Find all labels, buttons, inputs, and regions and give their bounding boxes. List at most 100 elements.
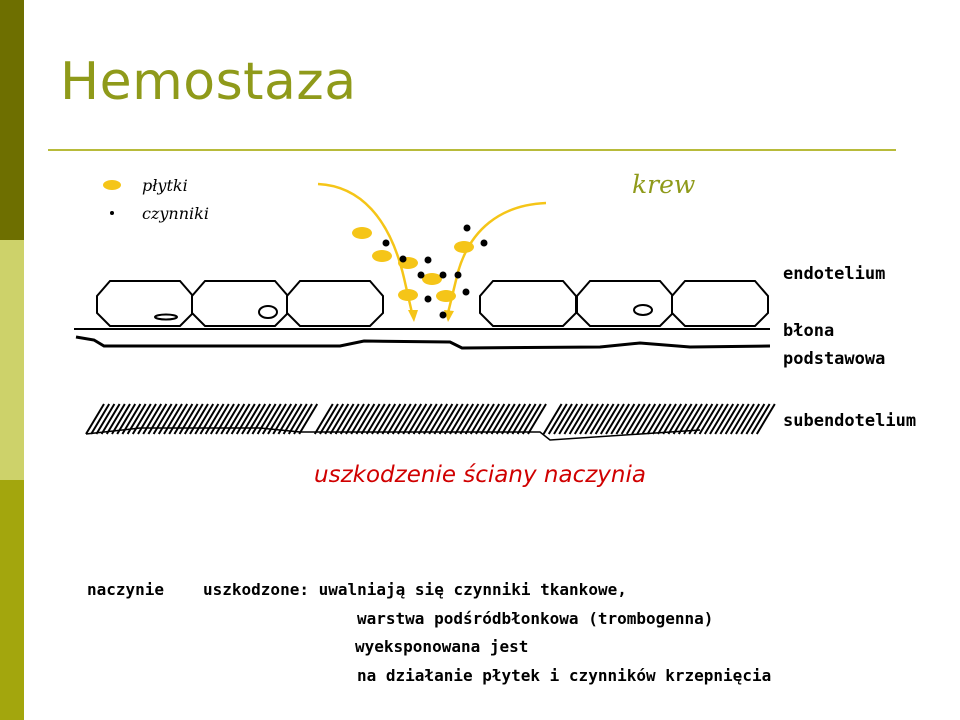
hatch-line <box>485 403 506 435</box>
hatch-line <box>142 403 163 435</box>
hatch-line <box>381 403 402 435</box>
hatch-line <box>251 403 272 435</box>
hatch-line <box>703 403 724 435</box>
platelet <box>422 273 442 285</box>
hatch-line <box>215 403 235 435</box>
hatch-line <box>428 403 449 435</box>
hatch-line <box>719 403 740 435</box>
hatch-line <box>163 403 183 435</box>
blood-label: krew <box>632 170 695 199</box>
hatch-line <box>688 403 709 435</box>
endothelium-label: endotelium <box>783 264 886 284</box>
note-line2: warstwa podśródbłonkowa (trombogenna) <box>357 609 714 628</box>
endothelial-cell <box>96 280 194 327</box>
hatch-line <box>100 403 121 435</box>
hatch-line <box>755 403 776 435</box>
note-line3: wyeksponowana jest <box>355 637 529 656</box>
hatch-line <box>464 403 485 435</box>
hatch-line <box>568 403 589 435</box>
hatch-line <box>376 403 397 435</box>
blood-flow-arrowhead-left <box>408 310 418 322</box>
title-underline <box>48 149 896 151</box>
hatch-line <box>168 403 189 435</box>
cell-nucleus <box>633 304 653 316</box>
hatch-line <box>407 403 428 435</box>
hatch-line <box>178 403 199 435</box>
hatch-line <box>651 403 672 435</box>
platelet <box>398 289 418 301</box>
hatch-line <box>527 403 547 435</box>
hatch-line <box>438 403 459 435</box>
hatch-line <box>137 403 157 435</box>
hatch-line <box>480 403 501 435</box>
vessel-damage-caption: uszkodzenie ściany naczynia <box>314 462 646 488</box>
coagulation-factor <box>462 288 470 296</box>
hatch-line <box>282 403 303 435</box>
hatch-line <box>475 403 495 435</box>
hatch-line <box>563 403 584 435</box>
hatch-line <box>194 403 215 435</box>
coagulation-factor <box>399 255 407 263</box>
hatch-line <box>412 403 433 435</box>
hatch-line <box>371 403 391 435</box>
basement-membrane-label-line2: podstawowa <box>783 349 886 369</box>
subendothelium-baseline <box>85 427 701 441</box>
hatch-line <box>241 403 261 435</box>
hatch-line <box>209 403 230 435</box>
hatch-line <box>516 403 537 435</box>
hatch-line <box>293 403 313 435</box>
hatch-line <box>324 403 345 435</box>
hatch-line <box>443 403 464 435</box>
hatch-line <box>662 403 683 435</box>
hatch-line <box>631 403 651 435</box>
hatch-line <box>459 403 480 435</box>
hatch-line <box>542 403 563 435</box>
hatch-line <box>599 403 620 435</box>
hatch-line <box>157 403 178 435</box>
hatch-line <box>646 403 667 435</box>
coagulation-factor <box>382 239 390 247</box>
coagulation-factor <box>417 271 425 279</box>
subendothelium-hatching <box>85 403 776 435</box>
hatch-line <box>636 403 657 435</box>
hatch-line <box>641 403 662 435</box>
hatch-line <box>334 403 355 435</box>
hatch-line <box>417 403 438 435</box>
hatch-line <box>95 403 116 435</box>
hatch-line <box>204 403 225 435</box>
hatch-line <box>423 403 443 435</box>
hatch-line <box>667 403 688 435</box>
platelet <box>454 241 474 253</box>
hatch-line <box>714 403 735 435</box>
sidebar-band-mid <box>0 480 24 720</box>
platelet <box>352 227 372 239</box>
hatch-line <box>220 403 241 435</box>
hatch-line <box>449 403 469 435</box>
hatch-line <box>501 403 521 435</box>
hatch-line <box>350 403 371 435</box>
hatch-line <box>740 403 761 435</box>
hatch-line <box>735 403 755 435</box>
hatch-line <box>397 403 417 435</box>
hatch-line <box>605 403 625 435</box>
hatch-line <box>469 403 490 435</box>
platelet <box>372 250 392 262</box>
coagulation-factor <box>439 311 447 319</box>
subendothelium-label: subendotelium <box>783 411 917 431</box>
hatch-line <box>610 403 631 435</box>
hatch-line <box>615 403 636 435</box>
coagulation-factor <box>439 271 447 279</box>
hatch-line <box>365 403 386 435</box>
hatch-line <box>558 403 579 435</box>
hatch-line <box>625 403 646 435</box>
hatch-line <box>579 403 599 435</box>
note-line1-a: naczynie <box>87 580 165 599</box>
hatch-line <box>729 403 750 435</box>
hatch-line <box>521 403 542 435</box>
hatch-line <box>724 403 745 435</box>
hatch-line <box>173 403 194 435</box>
hatch-line <box>298 403 319 435</box>
hatch-line <box>402 403 423 435</box>
hatch-line <box>147 403 168 435</box>
